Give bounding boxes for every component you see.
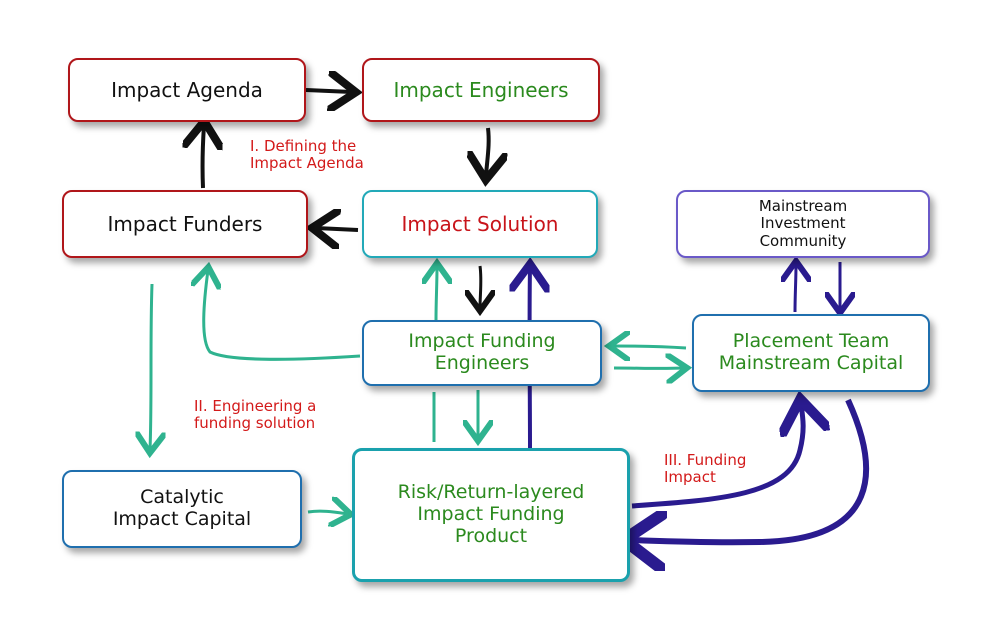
stage-label-2-line2: funding solution — [194, 414, 316, 433]
arrow-product-to-placement — [631, 404, 803, 509]
node-impact-agenda-text: Impact Agenda — [111, 77, 263, 102]
stage-label-1-line2: Impact Agenda — [250, 154, 364, 173]
node-impact-funders-text: Impact Funders — [107, 211, 263, 236]
node-placement-line2: Mainstream Capital — [718, 352, 904, 374]
stage-label-2-line1: II. Engineering a — [194, 397, 317, 415]
arrow-solution-to-funding-engineers — [480, 265, 481, 308]
stage-label-3: III. Funding Impact — [664, 451, 747, 487]
stage-label-2: II. Engineering a funding solution — [194, 397, 317, 433]
node-impact-funding-engineers: Impact Funding Engineers — [362, 320, 602, 386]
arrow-funders-to-agenda — [203, 125, 204, 189]
node-product-line2: Impact Funding — [417, 503, 565, 526]
node-funding-product: Risk/Return-layered Impact Funding Produ… — [352, 448, 630, 582]
node-funding-engineers-line1: Impact Funding — [408, 330, 556, 353]
arrow-engineers-to-solution — [486, 127, 489, 176]
node-impact-engineers-text: Impact Engineers — [393, 77, 569, 102]
arrow-placement-to-funding-engineers — [612, 346, 687, 348]
node-funding-engineers-line2: Engineers — [434, 352, 530, 374]
node-mainstream-line2: Investment — [760, 214, 846, 233]
arrow-funding-engineers-up-to-solution — [436, 266, 437, 321]
arrow-funding-engineers-to-funders — [204, 270, 361, 361]
node-impact-engineers: Impact Engineers — [362, 58, 600, 122]
stage-label-3-line1: III. Funding — [664, 451, 747, 469]
node-product-line1: Risk/Return-layered — [397, 481, 585, 504]
node-impact-solution: Impact Solution — [362, 190, 598, 258]
node-placement-line1: Placement Team — [732, 330, 890, 353]
node-product-line3: Product — [454, 524, 528, 547]
node-catalytic-line2: Impact Capital — [112, 508, 252, 530]
node-mainstream-line1: Mainstream — [758, 197, 848, 216]
node-catalytic-line1: Catalytic — [140, 486, 224, 509]
arrow-funders-down-to-catalytic — [150, 283, 152, 450]
node-impact-solution-text: Impact Solution — [401, 211, 559, 236]
node-placement-team: Placement Team Mainstream Capital — [692, 314, 930, 392]
node-mainstream-line3: Community — [759, 231, 847, 250]
node-mainstream-investment: Mainstream Investment Community — [676, 190, 930, 258]
stage-label-1: I. Defining the Impact Agenda — [250, 137, 364, 173]
arrow-agenda-to-engineers — [305, 90, 352, 92]
node-impact-funders: Impact Funders — [62, 190, 308, 258]
arrow-placement-up-to-mainstream — [795, 264, 796, 313]
node-catalytic-capital: Catalytic Impact Capital — [62, 470, 302, 548]
stage-label-3-line2: Impact — [664, 468, 716, 487]
arrow-catalytic-to-product — [307, 511, 348, 514]
arrow-solution-to-funders — [316, 228, 359, 230]
stage-label-1-line1: I. Defining the — [250, 137, 357, 155]
node-impact-agenda: Impact Agenda — [68, 58, 306, 122]
arrow-placement-back-to-product — [630, 398, 870, 542]
